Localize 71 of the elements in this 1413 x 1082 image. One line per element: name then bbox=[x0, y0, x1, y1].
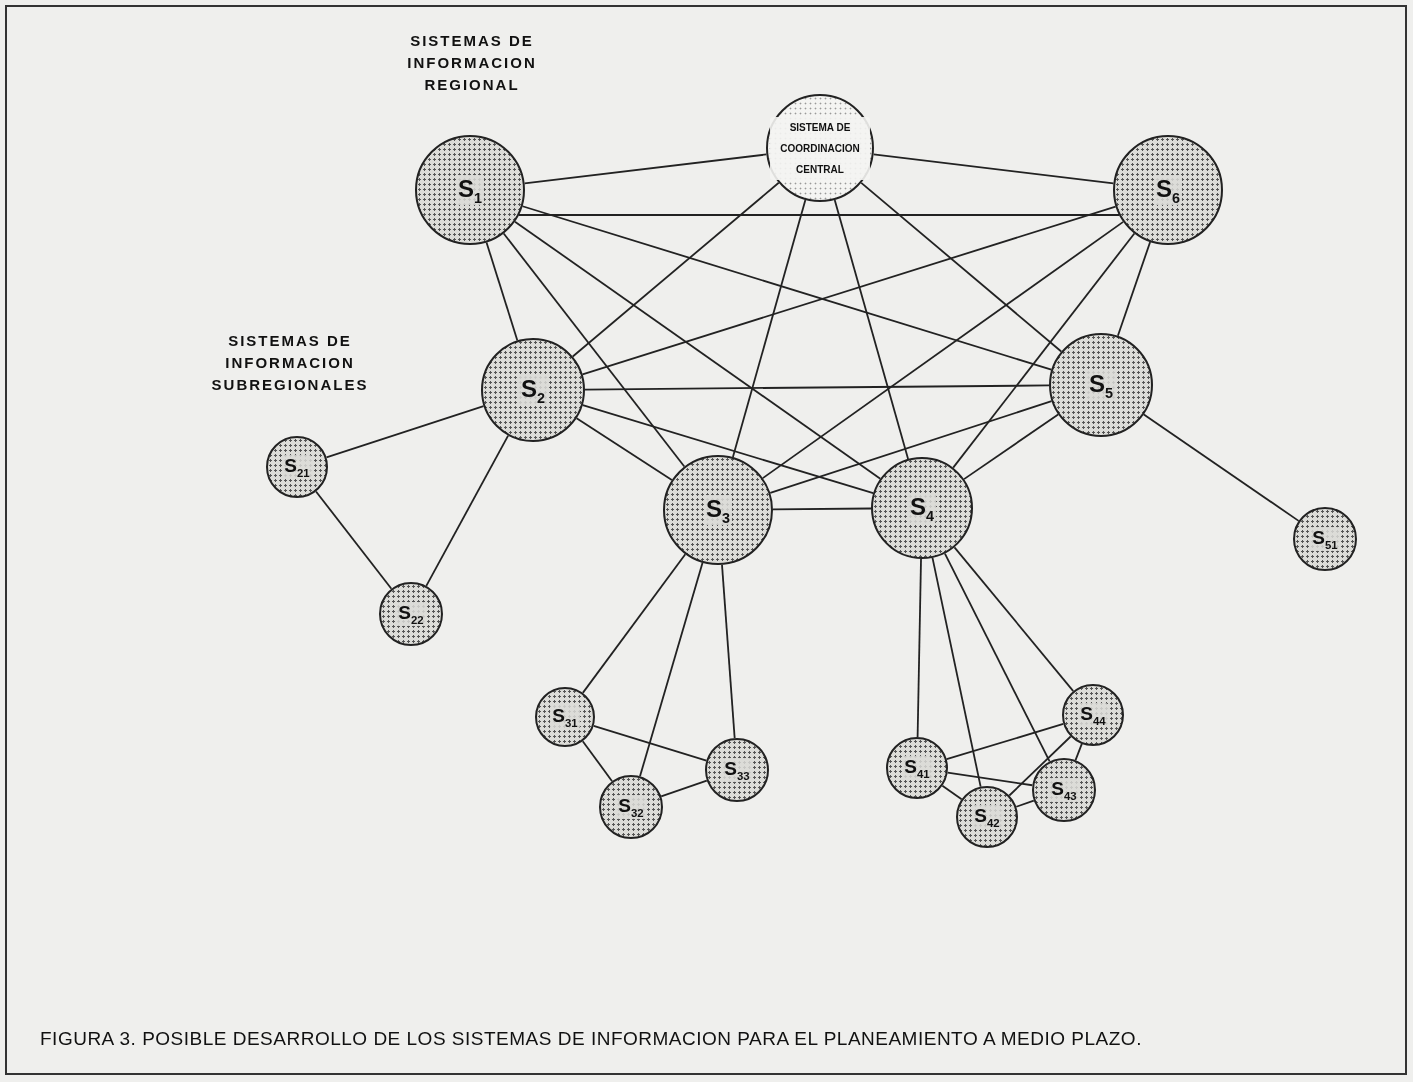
system-circle bbox=[1032, 758, 1096, 822]
system-circle bbox=[535, 687, 595, 747]
connector-line bbox=[941, 784, 963, 801]
connector-line bbox=[732, 199, 807, 458]
connector-line bbox=[945, 723, 1065, 760]
connector-line bbox=[575, 417, 673, 481]
system-label: S$_{6}$ bbox=[1154, 174, 1182, 206]
system-circle bbox=[379, 582, 443, 646]
system-label: S$_{41}$ bbox=[902, 756, 932, 780]
connector-line bbox=[485, 241, 519, 342]
system-label: S$_{42}$ bbox=[972, 805, 1002, 829]
connector-line bbox=[761, 220, 1125, 480]
connector-line bbox=[502, 232, 686, 468]
figure-caption: FIGURA 3. POSIBLE DESARROLLO DE LOS SISTEMAS DE INFORMACION PARA EL PLANEAMIENTO A MEDIO PLAZO. bbox=[40, 1028, 1142, 1050]
connector-line bbox=[425, 434, 510, 587]
connector-line bbox=[1074, 743, 1083, 762]
system-label: S$_{21}$ bbox=[282, 455, 312, 479]
system-label: S$_{51}$ bbox=[1310, 527, 1340, 551]
system-label: S$_{43}$ bbox=[1049, 778, 1079, 802]
connector-line bbox=[953, 546, 1075, 692]
connector-line bbox=[1008, 735, 1072, 797]
system-label: S$_{4}$ bbox=[908, 492, 936, 524]
connector-line bbox=[944, 552, 1051, 763]
connector-line bbox=[1015, 799, 1035, 808]
connector-line bbox=[772, 507, 872, 511]
system-label: S$_{44}$ bbox=[1078, 703, 1108, 727]
connector-line bbox=[581, 404, 875, 495]
connector-line bbox=[963, 413, 1060, 480]
connector-line bbox=[639, 561, 704, 778]
connector-line bbox=[1142, 413, 1300, 522]
system-label: S$_{32}$ bbox=[616, 795, 646, 819]
system-circle bbox=[705, 738, 769, 802]
connector-line bbox=[946, 771, 1034, 787]
connector-line bbox=[571, 181, 780, 358]
connector-line bbox=[523, 153, 768, 185]
system-circle bbox=[1293, 507, 1357, 571]
connector-line bbox=[833, 199, 909, 460]
system-circle bbox=[1062, 684, 1124, 746]
connector-line bbox=[952, 232, 1136, 469]
system-circle bbox=[871, 457, 973, 559]
connector-line bbox=[581, 205, 1117, 376]
connector-line bbox=[325, 405, 485, 459]
connector-line bbox=[584, 384, 1050, 391]
connector-line bbox=[872, 153, 1115, 185]
connector-line bbox=[514, 220, 882, 480]
system-label: S$_{3}$ bbox=[704, 494, 732, 526]
connector-line bbox=[721, 563, 736, 739]
group-heading: SISTEMAS DE INFORMACION REGIONAL bbox=[406, 31, 538, 95]
connector-line bbox=[916, 558, 922, 738]
system-label: S$_{22}$ bbox=[396, 602, 426, 626]
connector-line bbox=[581, 553, 687, 694]
system-circle bbox=[956, 786, 1018, 848]
connector-line bbox=[860, 181, 1063, 353]
system-label: S$_{2}$ bbox=[519, 374, 547, 406]
connector-line bbox=[1117, 241, 1152, 337]
connector-line bbox=[660, 779, 708, 798]
system-label: S$_{1}$ bbox=[456, 174, 484, 206]
connector-line bbox=[315, 490, 393, 590]
connector-line bbox=[581, 740, 613, 783]
system-label: SISTEMA DE COORDINACION CENTRAL bbox=[770, 116, 870, 180]
connector-line bbox=[769, 400, 1053, 494]
system-label: S$_{31}$ bbox=[550, 705, 580, 729]
system-circle bbox=[886, 737, 948, 799]
connector-line bbox=[518, 214, 1120, 216]
group-heading: SISTEMAS DE INFORMACION SUBREGIONALES bbox=[210, 331, 370, 395]
connector-line bbox=[521, 205, 1053, 371]
system-label: S$_{33}$ bbox=[722, 758, 752, 782]
connector-line bbox=[931, 557, 982, 788]
system-circle bbox=[599, 775, 663, 839]
connector-line bbox=[592, 724, 708, 762]
system-label: S$_{5}$ bbox=[1087, 369, 1115, 401]
